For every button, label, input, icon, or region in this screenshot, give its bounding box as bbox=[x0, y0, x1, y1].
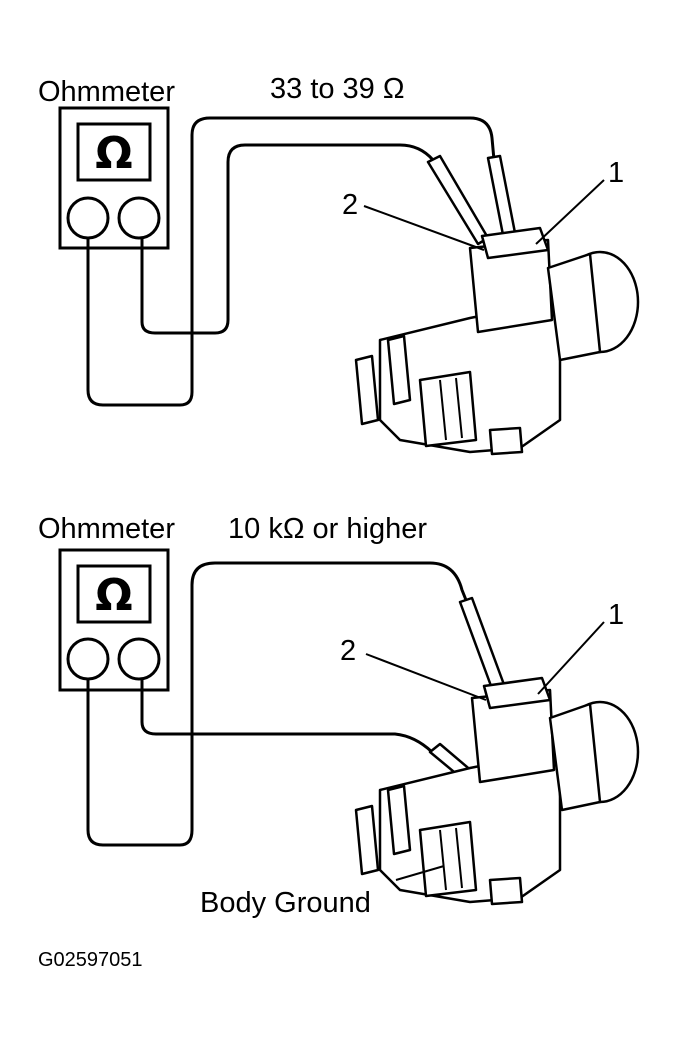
top-lead-wire-a bbox=[86, 116, 496, 407]
bottom-port-2 bbox=[386, 784, 412, 856]
top-terminal-left bbox=[66, 196, 110, 240]
bottom-callout-2: 2 bbox=[340, 635, 356, 667]
bottom-lead-wire-a bbox=[86, 561, 468, 847]
bottom-callout-2-leader bbox=[365, 653, 487, 701]
top-callout-1: 1 bbox=[608, 157, 624, 189]
top-port-2 bbox=[386, 334, 412, 406]
figure-code: G02597051 bbox=[38, 949, 143, 971]
top-ohmmeter-label: Ohmmeter bbox=[38, 76, 175, 108]
top-connector-opening bbox=[480, 226, 550, 260]
top-callout-2: 2 bbox=[342, 189, 358, 221]
bottom-ohm-symbol: Ω bbox=[95, 570, 132, 621]
top-ohmmeter: Ω bbox=[58, 106, 170, 250]
bottom-terminal-right bbox=[117, 637, 161, 681]
top-reading-label: 33 to 39 Ω bbox=[270, 73, 405, 105]
bottom-vsv-solenoid bbox=[354, 676, 640, 906]
bottom-ohmmeter-display bbox=[76, 564, 152, 624]
body-ground-leader bbox=[395, 865, 445, 881]
top-ohmmeter-display bbox=[76, 122, 152, 182]
bottom-terminal-left bbox=[66, 637, 110, 681]
top-terminal-right bbox=[117, 196, 161, 240]
bottom-callout-1: 1 bbox=[608, 599, 624, 631]
bottom-port-1 bbox=[354, 804, 380, 876]
top-panel: Ohmmeter 33 to 39 Ω Ω bbox=[38, 73, 640, 456]
bottom-reading-label: 10 kΩ or higher bbox=[228, 513, 427, 545]
top-lead-wire-b bbox=[140, 143, 435, 335]
bottom-ohmmeter-label: Ohmmeter bbox=[38, 513, 175, 545]
bottom-lead-wire-b bbox=[140, 677, 434, 754]
top-ohm-symbol: Ω bbox=[95, 128, 132, 179]
bottom-callout-1-leader bbox=[537, 621, 605, 695]
top-port-1 bbox=[354, 354, 380, 426]
top-callout-2-leader bbox=[363, 205, 485, 251]
bottom-connector-opening bbox=[482, 676, 552, 710]
top-callout-1-leader bbox=[535, 179, 605, 245]
body-ground-label: Body Ground bbox=[200, 887, 371, 919]
bottom-panel: Ohmmeter 10 kΩ or higher Ω bbox=[38, 513, 640, 919]
bottom-ohmmeter: Ω bbox=[58, 548, 170, 692]
top-vsv-solenoid bbox=[354, 226, 640, 456]
